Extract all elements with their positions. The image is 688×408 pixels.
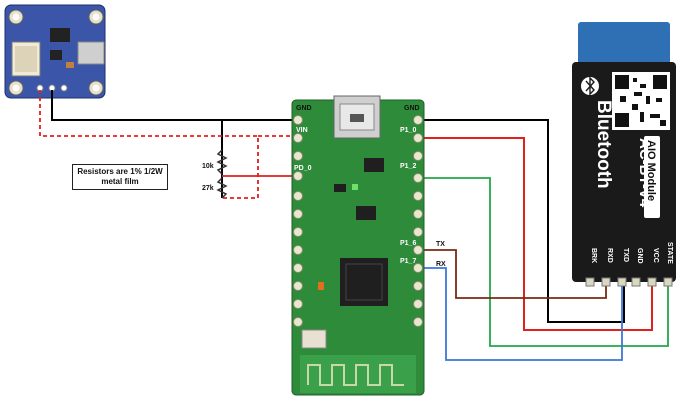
pin-pd0: PD_0 bbox=[294, 165, 312, 172]
bt-pin-gnd: GND bbox=[636, 248, 643, 264]
wire-vin-dashed bbox=[39, 90, 259, 199]
pin-gnd-right: GND bbox=[404, 105, 420, 112]
bt-pin-state: STATE bbox=[666, 242, 673, 264]
pin-gnd-left: GND bbox=[296, 105, 312, 112]
signal-rx-label: RX bbox=[436, 261, 446, 268]
bt-subtitle: AIO Module bbox=[645, 140, 657, 201]
bt-pin-txd: TXD bbox=[622, 248, 629, 262]
wire-p10-vcc bbox=[412, 137, 653, 331]
wire-p12-state bbox=[412, 177, 669, 347]
wire-gnd-charger bbox=[51, 90, 223, 198]
mcu-right-pins bbox=[413, 115, 423, 327]
signal-tx-label: TX bbox=[436, 241, 445, 248]
resistor-10k-label: 10k bbox=[202, 163, 214, 170]
pin-p1-0: P1_0 bbox=[400, 127, 416, 134]
wire-rx bbox=[412, 267, 623, 361]
bt-pin-vcc: VCC bbox=[652, 248, 659, 263]
resistor-note-line2: metal film bbox=[101, 177, 139, 186]
pin-p1-2: P1_2 bbox=[400, 163, 416, 170]
resistor-note: Resistors are 1% 1/2W metal film bbox=[72, 164, 168, 190]
charger-board bbox=[4, 4, 106, 99]
resistor-27k bbox=[216, 177, 228, 199]
bt-pin-rxd: RXD bbox=[606, 248, 613, 263]
resistor-note-line1: Resistors are 1% 1/2W bbox=[77, 167, 163, 176]
mcu-left-pins bbox=[293, 115, 303, 327]
pin-vin: VIN bbox=[296, 127, 308, 134]
wire-gnd-bt bbox=[412, 119, 625, 323]
bt-pin-brk: BRK bbox=[590, 248, 597, 263]
pin-p1-7: P1_7 bbox=[400, 258, 416, 265]
resistor-10k bbox=[216, 149, 228, 175]
pin-p1-6: P1_6 bbox=[400, 240, 416, 247]
wire-tx bbox=[412, 249, 607, 299]
bluetooth-module bbox=[572, 22, 676, 282]
resistor-27k-label: 27k bbox=[202, 185, 214, 192]
bt-header-pins bbox=[585, 277, 673, 287]
mcu-board bbox=[291, 95, 425, 396]
bt-brand: Bluetooth bbox=[593, 100, 614, 189]
